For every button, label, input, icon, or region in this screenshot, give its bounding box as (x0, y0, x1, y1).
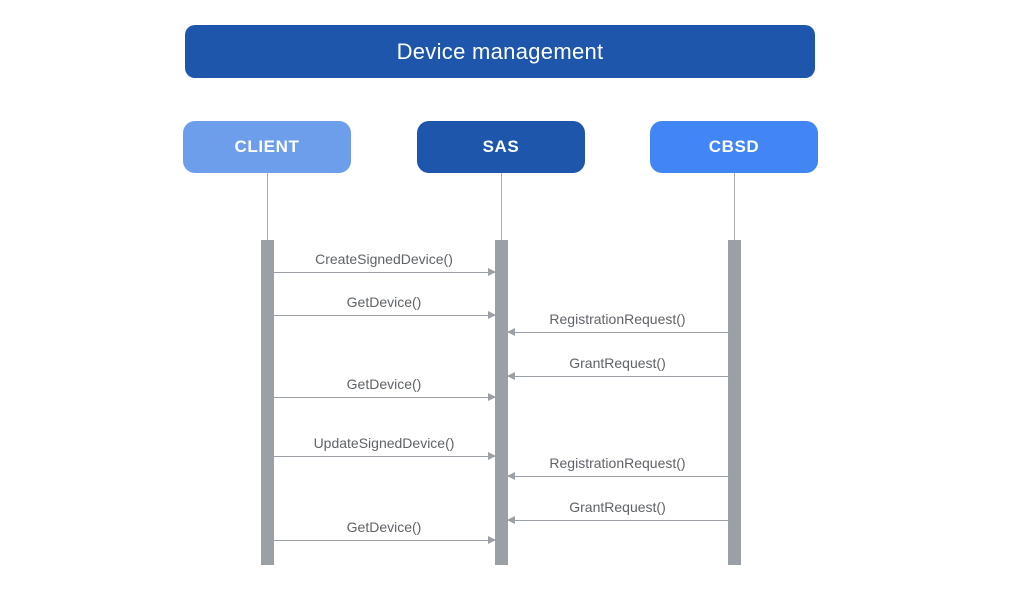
message-label: GrantRequest() (569, 355, 666, 371)
activation-bar-client (260, 240, 274, 565)
message-line (507, 519, 728, 521)
message-line (273, 271, 495, 273)
message: RegistrationRequest() (506, 452, 728, 481)
message-label: UpdateSignedDevice() (313, 435, 455, 451)
arrow-head-icon (487, 452, 496, 461)
message-label: GetDevice() (346, 519, 422, 535)
actor-label: SAS (482, 137, 520, 156)
message-line (507, 331, 728, 333)
message-line (273, 539, 495, 541)
arrow-head-icon (487, 268, 496, 277)
arrow-head-icon (487, 311, 496, 320)
lifeline-sas (500, 173, 502, 240)
message: GetDevice() (273, 373, 496, 402)
message: GrantRequest() (506, 352, 728, 381)
message: GetDevice() (273, 291, 496, 320)
message-label: GrantRequest() (569, 499, 666, 515)
diagram-title: Device management (396, 38, 604, 64)
diagram-title-bar: Device management (185, 25, 815, 78)
arrow-head-icon (487, 536, 496, 545)
message: GrantRequest() (506, 496, 728, 525)
message: RegistrationRequest() (506, 308, 728, 337)
activation-bar-cbsd (727, 240, 741, 565)
message-line (507, 375, 728, 377)
message: GetDevice() (273, 516, 496, 545)
message: UpdateSignedDevice() (273, 432, 496, 461)
message: CreateSignedDevice() (273, 248, 496, 277)
message-label: GetDevice() (346, 294, 422, 310)
message-label: RegistrationRequest() (549, 311, 686, 327)
actor-label: CLIENT (234, 137, 300, 156)
lifeline-client (266, 173, 268, 240)
actor-box-sas: SAS (417, 121, 585, 173)
activation-bar-sas (494, 240, 508, 565)
actor-box-client: CLIENT (183, 121, 351, 173)
actor-box-cbsd: CBSD (650, 121, 818, 173)
arrow-head-icon (506, 472, 515, 481)
arrow-head-icon (487, 393, 496, 402)
arrow-head-icon (506, 372, 515, 381)
message-line (507, 475, 728, 477)
message-line (273, 455, 495, 457)
arrow-head-icon (506, 516, 515, 525)
lifeline-cbsd (733, 173, 735, 240)
message-line (273, 396, 495, 398)
message-label: GetDevice() (346, 376, 422, 392)
message-label: RegistrationRequest() (549, 455, 686, 471)
arrow-head-icon (506, 328, 515, 337)
message-line (273, 314, 495, 316)
message-label: CreateSignedDevice() (315, 251, 453, 267)
actor-label: CBSD (708, 137, 760, 156)
